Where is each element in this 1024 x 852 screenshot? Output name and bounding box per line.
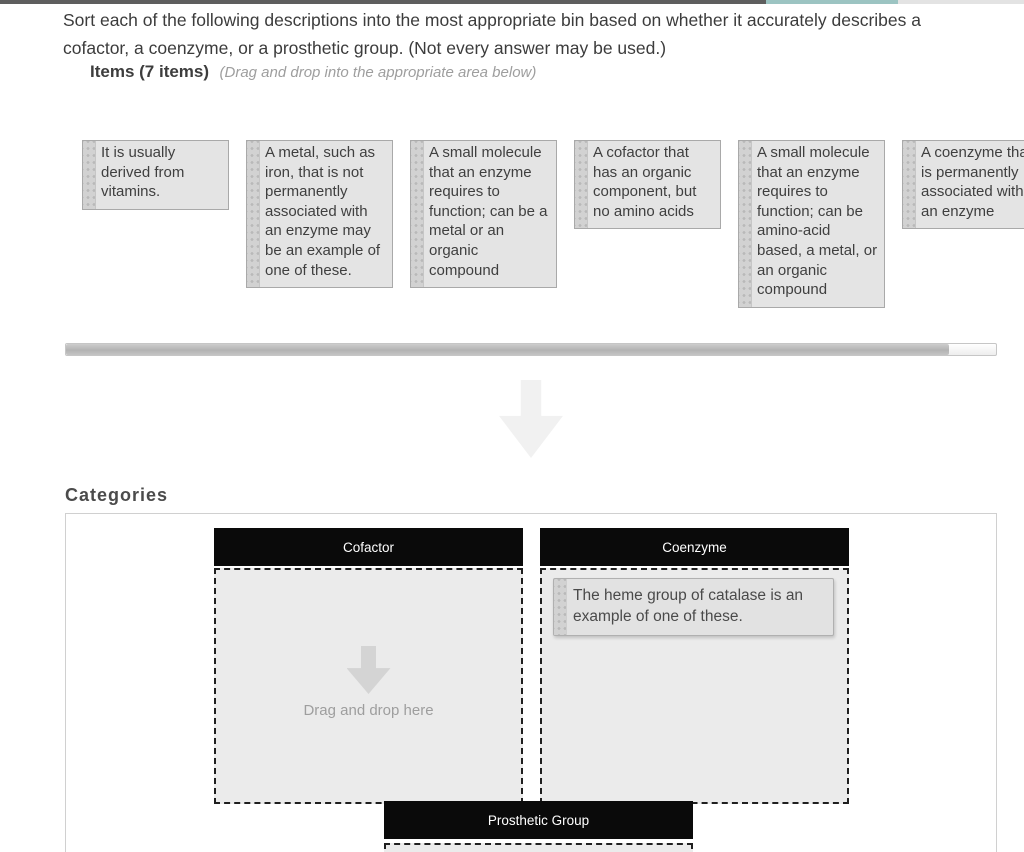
draggable-item[interactable]: A small molecule that an enzyme requires… [410,140,557,289]
drag-handle-icon [739,141,752,307]
bin-prosthetic-group-dropzone[interactable] [384,843,693,852]
items-horizontal-scrollbar[interactable] [65,343,997,356]
question-instruction: Sort each of the following descriptions … [63,10,921,58]
item-text: A small molecule that an enzyme requires… [757,144,878,299]
draggable-item[interactable]: It is usually derived from vitamins. [82,140,229,210]
bin-coenzyme-label: Coenzyme [540,528,849,566]
items-tray: It is usually derived from vitamins. A m… [82,140,1024,308]
drag-handle-icon [575,141,588,229]
bin-coenzyme-dropzone[interactable]: The heme group of catalase is an example… [540,568,849,804]
page-progress-bar [0,0,1024,4]
progress-segment-done [0,0,766,4]
bin-prosthetic-group: Prosthetic Group [384,801,693,852]
draggable-item[interactable]: A coenzyme that is permanently associate… [902,140,1024,230]
drop-arrow-icon [346,646,391,694]
scrollbar-thumb[interactable] [66,344,949,355]
drag-handle-icon [247,141,260,288]
progress-segment-remaining [898,0,1024,4]
items-count-label: Items (7 items) [90,62,210,81]
dropped-item[interactable]: The heme group of catalase is an example… [553,578,834,636]
item-text: It is usually derived from vitamins. [101,144,185,201]
draggable-item[interactable]: A small molecule that an enzyme requires… [738,140,885,308]
dropped-item-text: The heme group of catalase is an example… [573,587,804,625]
item-text: A small molecule that an enzyme requires… [429,144,548,279]
drag-handle-icon [903,141,916,229]
bin-cofactor-dropzone[interactable]: Drag and drop here [214,568,523,804]
categories-title: Categories [65,485,169,505]
items-header: Items (7 items) (Drag and drop into the … [90,62,536,82]
bin-cofactor: Cofactor Drag and drop here [214,528,523,804]
categories-container: Cofactor Drag and drop here Coenzyme The… [65,513,997,852]
item-text: A metal, such as iron, that is not perma… [265,144,381,279]
drag-handle-icon [411,141,424,288]
draggable-item[interactable]: A metal, such as iron, that is not perma… [246,140,393,289]
draggable-item[interactable]: A cofactor that has an organic component… [574,140,721,230]
progress-segment-current [765,0,899,4]
down-arrow-icon [499,380,563,458]
drag-handle-icon [83,141,96,209]
bin-coenzyme: Coenzyme The heme group of catalase is a… [540,528,849,804]
dropzone-placeholder: Drag and drop here [303,702,434,719]
items-drag-hint: (Drag and drop into the appropriate area… [219,64,537,81]
item-text: A cofactor that has an organic component… [593,144,697,220]
bin-prosthetic-group-label: Prosthetic Group [384,801,693,839]
item-text: A coenzyme that is permanently associate… [921,144,1024,220]
bin-cofactor-label: Cofactor [214,528,523,566]
drag-handle-icon [554,579,567,635]
